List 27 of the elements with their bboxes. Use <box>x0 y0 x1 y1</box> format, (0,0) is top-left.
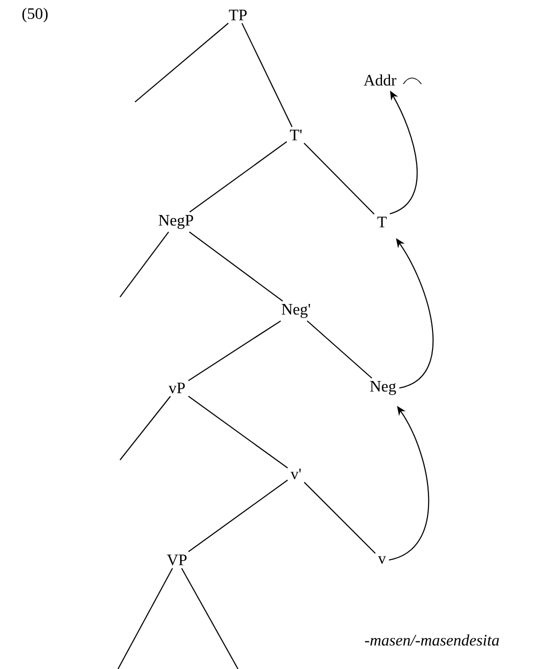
tree-branch <box>188 320 281 382</box>
tree-branch <box>241 22 293 128</box>
tree-branch <box>120 396 171 460</box>
tree-label: T <box>377 216 387 228</box>
tree-branch <box>304 482 376 554</box>
tree-label: VP <box>166 554 187 566</box>
tree-branch <box>188 396 288 468</box>
example-number: (50) <box>22 8 48 22</box>
tree-branch <box>118 568 173 669</box>
tree-branch <box>181 568 238 669</box>
tree-branch <box>120 232 170 298</box>
tree-label: NegP <box>158 215 194 229</box>
tree-label: Addr <box>364 74 396 86</box>
tree-label: Neg' <box>282 304 310 318</box>
tree-label: TP <box>228 10 247 20</box>
tree-label: Neg <box>370 381 396 395</box>
tree-branch <box>188 480 288 552</box>
tree-branch <box>306 320 372 378</box>
tree-branch <box>134 22 229 102</box>
morpheme-text: -masen/-masendesita <box>365 634 499 646</box>
tree-branch <box>304 142 375 214</box>
tree-label: v <box>378 556 386 564</box>
tree-branch <box>189 231 283 302</box>
tree-label: v' <box>290 468 301 480</box>
tree-label: T' <box>290 130 302 140</box>
tree-branch <box>189 141 288 213</box>
tree-label: vP <box>168 382 185 394</box>
